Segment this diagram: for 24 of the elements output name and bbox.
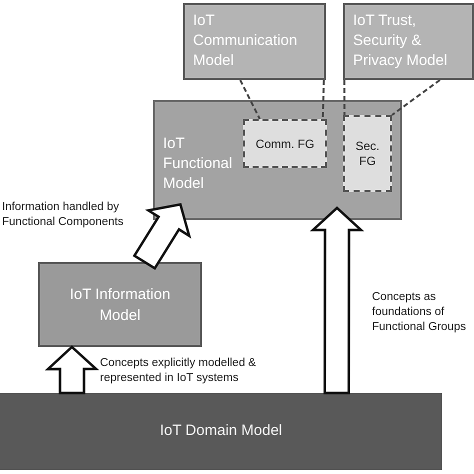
node-label: IoT Domain Model xyxy=(160,421,282,442)
node-label: Sec. FG xyxy=(354,138,380,168)
model-box xyxy=(343,115,392,192)
edge-label: Concepts explicitly modelled & represented in IoT systems xyxy=(100,356,257,386)
block-arrow xyxy=(310,206,364,394)
model-box xyxy=(183,3,326,80)
dashed-line xyxy=(391,79,441,116)
model-box xyxy=(343,3,474,80)
node-label: IoT Information Model xyxy=(68,284,172,326)
node-label: IoT Communication Model xyxy=(193,11,298,71)
node-label: IoT Trust, Security & Privacy Model xyxy=(353,11,448,71)
edge-label: Concepts as foundations of Functional Groups xyxy=(372,290,467,335)
node-label: IoT Functional Model xyxy=(163,134,234,194)
model-box xyxy=(153,100,402,220)
model-box xyxy=(38,262,202,347)
edge-label: Information handled by Functional Components xyxy=(2,200,124,230)
dashed-line xyxy=(322,80,325,120)
block-arrow xyxy=(44,345,100,394)
model-box xyxy=(0,393,442,470)
model-box xyxy=(243,119,327,168)
node-label: Comm. FG xyxy=(256,136,314,152)
dashed-line xyxy=(343,80,346,115)
block-arrow xyxy=(132,202,192,270)
dashed-line xyxy=(239,80,261,120)
